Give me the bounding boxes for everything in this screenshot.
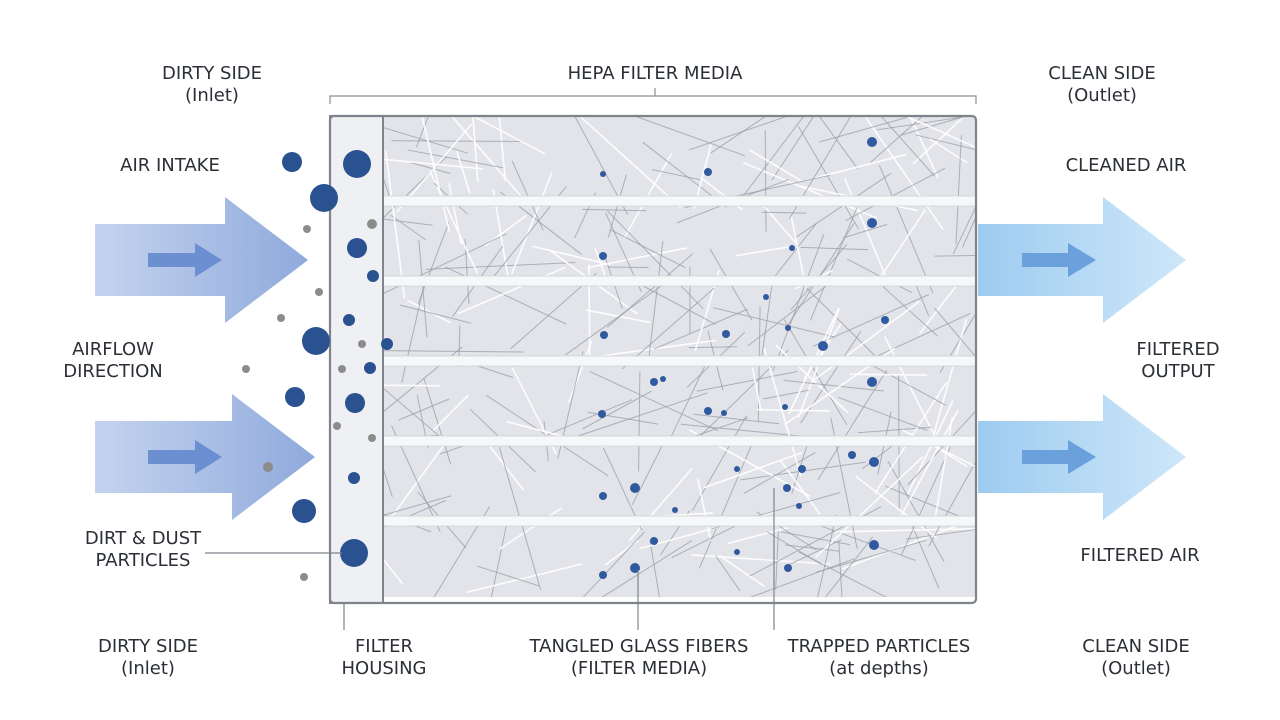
- dirt-dust-line1: DIRT & DUST: [84, 528, 202, 549]
- glass-fibers-label: TANGLED GLASS FIBERS (FILTER MEDIA): [530, 636, 749, 680]
- filtered-output-line1: FILTERED: [1136, 339, 1220, 360]
- trapped-particles: [598, 137, 889, 579]
- filter-housing-line2: HOUSING: [341, 658, 427, 679]
- airflow-direction-line2: DIRECTION: [63, 361, 163, 382]
- outlet-arrow-bottom: [978, 394, 1186, 520]
- dirt-dust-particles: [242, 150, 393, 581]
- inlet-arrow-bottom: [95, 394, 315, 520]
- filter-media-bracket: [329, 88, 977, 104]
- filtered-output-label: FILTERED OUTPUT: [1136, 339, 1219, 383]
- dirty-side-top-label: DIRTY SIDE (Inlet): [162, 63, 262, 107]
- dirty-side-bottom-label: DIRTY SIDE (Inlet): [98, 636, 198, 680]
- air-intake-label: AIR INTAKE: [120, 155, 220, 176]
- inlet-arrow-top: [95, 197, 308, 323]
- inlet-inner-arrow-bottom: [148, 440, 222, 474]
- glass-fibers-line2: (FILTER MEDIA): [570, 658, 708, 679]
- dirty-side-top-line1: DIRTY SIDE: [161, 63, 263, 84]
- filter-frame: [328, 114, 978, 605]
- trapped-particles-label: TRAPPED PARTICLES (at depths): [788, 636, 971, 680]
- airflow-direction-line1: AIRFLOW: [72, 339, 154, 360]
- filter-housing-label: FILTER HOUSING: [341, 636, 426, 680]
- inlet-inner-arrow-top: [148, 243, 222, 277]
- outlet-arrow-top: [978, 197, 1186, 323]
- clean-side-top-line1: CLEAN SIDE: [1048, 63, 1156, 84]
- filtered-air-label: FILTERED AIR: [1080, 545, 1200, 566]
- glass-fibers-line1: TANGLED GLASS FIBERS: [529, 636, 749, 657]
- cleaned-air-label: CLEANED AIR: [1065, 155, 1187, 176]
- clean-side-top-line2: (Outlet): [1067, 85, 1137, 106]
- filter-housing-line1: FILTER: [354, 636, 414, 657]
- outlet-inner-arrow-bottom: [1022, 440, 1096, 474]
- outlet-inner-arrow-top: [1022, 243, 1096, 277]
- filter-media-title: HEPA FILTER MEDIA: [567, 63, 743, 84]
- dirt-dust-label: DIRT & DUST PARTICLES: [85, 528, 201, 572]
- dirty-side-top-line2: (Inlet): [185, 85, 239, 106]
- clean-side-bottom-line1: CLEAN SIDE: [1082, 636, 1190, 657]
- filtered-output-line2: OUTPUT: [1141, 361, 1215, 382]
- airflow-direction-label: AIRFLOW DIRECTION: [63, 339, 163, 383]
- filter-media: [382, 116, 977, 597]
- dirt-dust-line2: PARTICLES: [95, 550, 191, 571]
- dirty-side-bottom-line1: DIRTY SIDE: [97, 636, 199, 657]
- trapped-particles-line1: TRAPPED PARTICLES: [787, 636, 971, 657]
- filter-housing: [329, 115, 384, 604]
- clean-side-bottom-label: CLEAN SIDE (Outlet): [1082, 636, 1189, 680]
- clean-side-bottom-line2: (Outlet): [1101, 658, 1171, 679]
- clean-side-top-label: CLEAN SIDE (Outlet): [1048, 63, 1155, 107]
- dirty-side-bottom-line2: (Inlet): [121, 658, 175, 679]
- leader-lines: [205, 488, 775, 630]
- trapped-particles-line2: (at depths): [829, 658, 929, 679]
